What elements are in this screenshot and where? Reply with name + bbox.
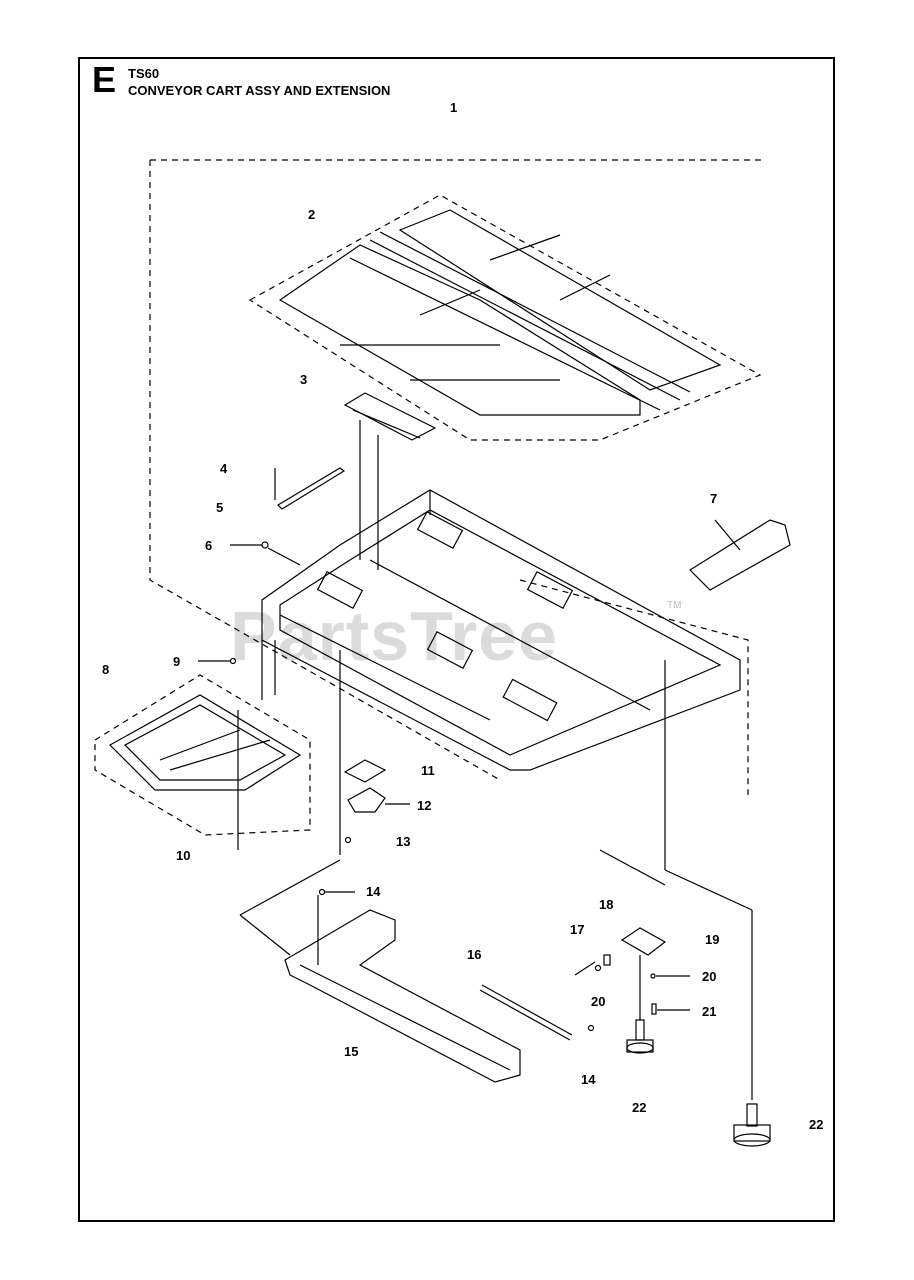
foot-22b bbox=[733, 1103, 771, 1147]
top-mat-panel-right bbox=[398, 209, 722, 391]
screw-9 bbox=[229, 657, 237, 665]
callout-21: 21 bbox=[702, 1004, 717, 1019]
callout-20-right: 20 bbox=[702, 969, 717, 984]
section-letter: E bbox=[92, 59, 117, 100]
callout-14-lower: 14 bbox=[581, 1072, 596, 1087]
model-name: TS60 bbox=[128, 66, 160, 81]
callout-5: 5 bbox=[216, 500, 224, 515]
tray-slot-1 bbox=[316, 570, 364, 610]
washer-20b bbox=[650, 973, 656, 979]
callout-15: 15 bbox=[344, 1044, 359, 1059]
top-mat-boundary bbox=[248, 194, 762, 441]
clip-21 bbox=[651, 1003, 657, 1015]
screw-6 bbox=[261, 541, 269, 549]
callout-17: 17 bbox=[570, 922, 585, 937]
extension-tray bbox=[109, 694, 302, 791]
extension-tray-boundary bbox=[94, 674, 311, 836]
callout-4: 4 bbox=[220, 461, 228, 476]
bracket-19 bbox=[620, 927, 667, 956]
callout-14-upper: 14 bbox=[366, 884, 381, 899]
callout-22-left: 22 bbox=[632, 1100, 647, 1115]
callout-11: 11 bbox=[421, 763, 435, 778]
callout-1: 1 bbox=[450, 100, 458, 115]
assembly-boundary-left bbox=[149, 160, 501, 781]
callout-8: 8 bbox=[102, 662, 110, 677]
top-mat bbox=[278, 244, 641, 416]
latch-12 bbox=[347, 787, 386, 813]
foot-22a bbox=[626, 1019, 654, 1054]
callout-10: 10 bbox=[176, 848, 191, 863]
diagram-frame bbox=[78, 57, 835, 1222]
cart-tray bbox=[261, 489, 741, 771]
stand-base bbox=[284, 909, 521, 1083]
tray-slot-4 bbox=[502, 678, 558, 722]
callout-2: 2 bbox=[308, 207, 316, 222]
bracket-7 bbox=[689, 519, 791, 591]
tray-slot-3 bbox=[526, 570, 574, 610]
assembly-boundary-right bbox=[519, 579, 749, 795]
callout-18: 18 bbox=[599, 897, 614, 912]
watermark: PartsTree bbox=[230, 597, 559, 675]
callout-3: 3 bbox=[300, 372, 308, 387]
screw-14a bbox=[318, 888, 326, 896]
pin-13 bbox=[344, 836, 352, 844]
callout-22-right: 22 bbox=[809, 1117, 824, 1132]
screw-14b bbox=[587, 1024, 595, 1032]
watermark-tm: TM bbox=[667, 600, 682, 611]
strip bbox=[277, 467, 346, 510]
callout-7: 7 bbox=[710, 491, 718, 506]
diagram-title: CONVEYOR CART ASSY AND EXTENSION bbox=[128, 83, 391, 98]
tray-slot-2 bbox=[426, 630, 474, 670]
plate-11 bbox=[343, 759, 387, 783]
spring-18 bbox=[603, 954, 611, 966]
tray-slot-5 bbox=[416, 510, 464, 550]
callout-6: 6 bbox=[205, 538, 213, 553]
cart-tray-inner bbox=[279, 509, 722, 756]
callout-16: 16 bbox=[467, 947, 482, 962]
extension-tray-inner bbox=[124, 704, 287, 781]
callout-19: 19 bbox=[705, 932, 720, 947]
pad bbox=[343, 392, 437, 441]
callout-9: 9 bbox=[173, 654, 181, 669]
washer-20 bbox=[594, 964, 602, 972]
callout-12: 12 bbox=[417, 798, 432, 813]
rod-16 bbox=[479, 989, 571, 1041]
callout-20-left: 20 bbox=[591, 994, 606, 1009]
callout-13: 13 bbox=[396, 834, 411, 849]
bolt-17 bbox=[574, 961, 596, 976]
